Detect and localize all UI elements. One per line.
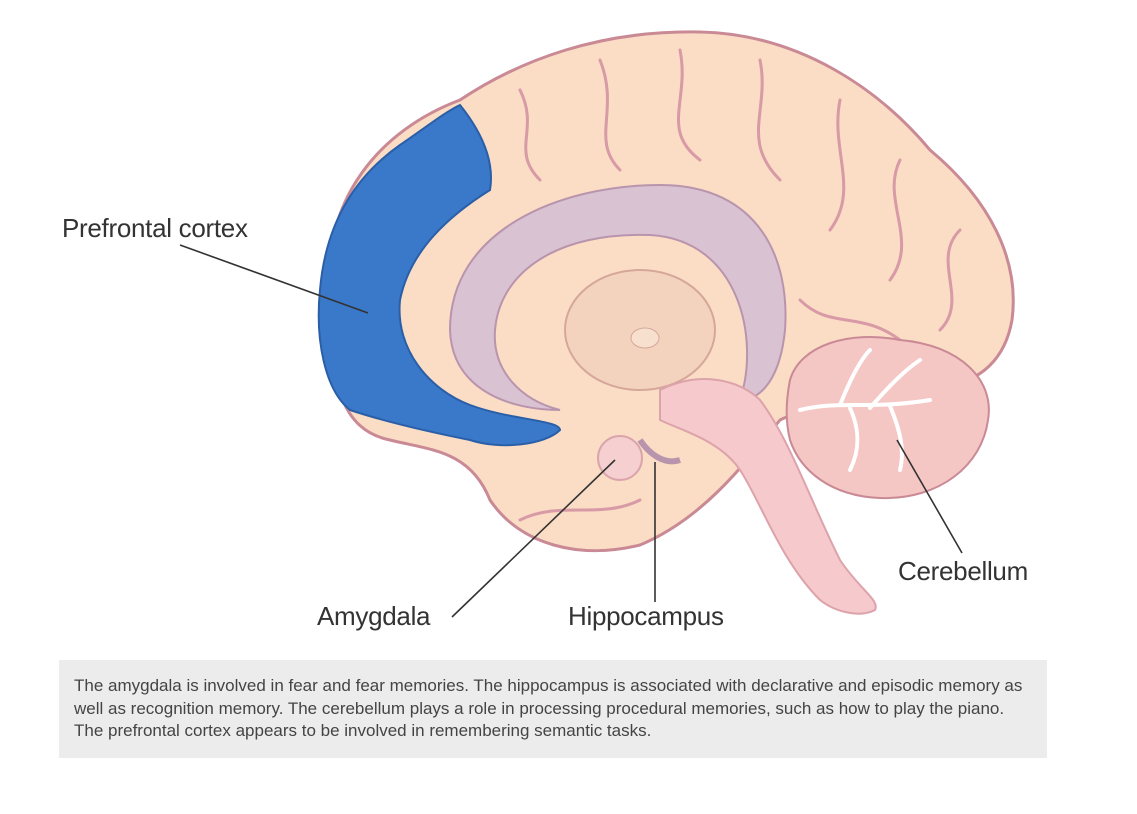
hippocampus-structure <box>637 438 681 465</box>
cerebellum-arbor <box>798 348 932 472</box>
gyri <box>518 48 962 522</box>
prefrontal-cortex-region <box>317 103 562 447</box>
figure-caption: The amygdala is involved in fear and fea… <box>59 660 1047 758</box>
corpus-callosum <box>448 183 787 411</box>
label-cerebellum: Cerebellum <box>898 556 1028 586</box>
label-amygdala: Amygdala <box>317 601 431 631</box>
amygdala-structure <box>597 435 643 481</box>
brain-diagram <box>179 30 1015 618</box>
cerebellum-structure <box>785 336 990 500</box>
label-hippocampus: Hippocampus <box>568 601 724 631</box>
label-prefrontal-cortex: Prefrontal cortex <box>62 213 248 243</box>
brainstem <box>659 378 877 615</box>
leader-lines <box>179 244 963 618</box>
